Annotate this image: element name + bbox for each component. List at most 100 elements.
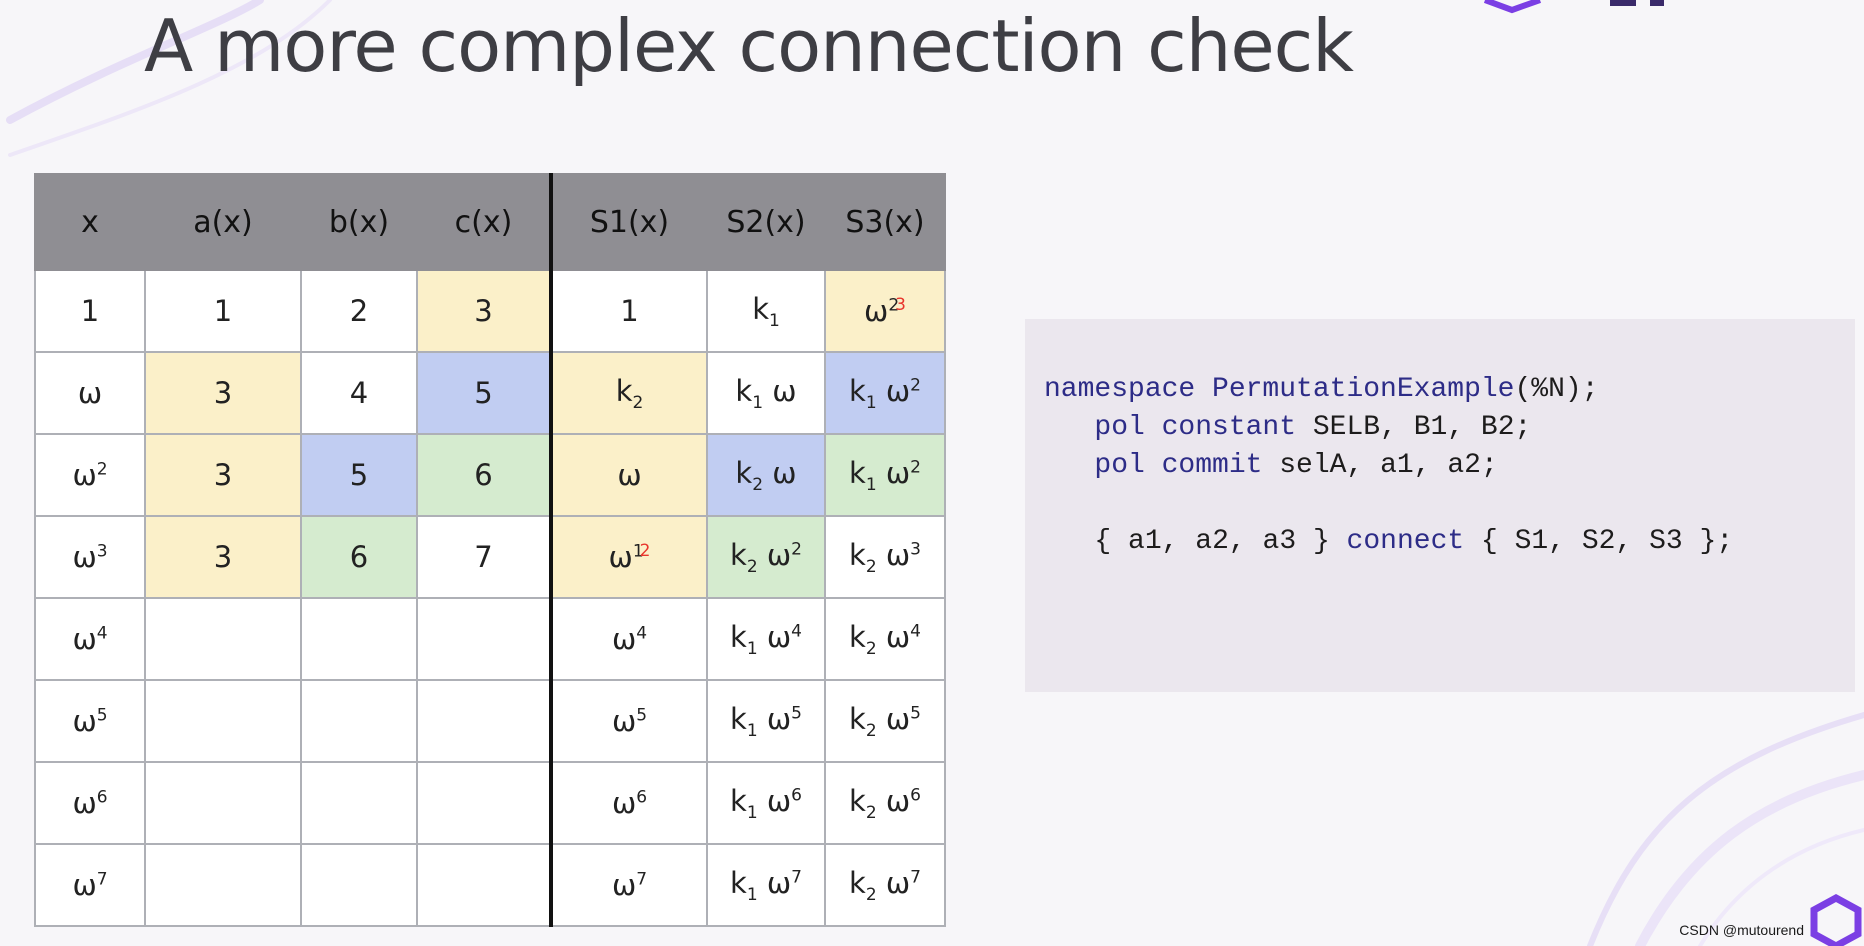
cell-superscript: 4	[636, 623, 648, 644]
code-line: namespace PermutationExample(%N);	[1044, 374, 1599, 405]
cell-s2: k1 ω5	[706, 679, 826, 763]
cell-symbol: 3	[474, 294, 493, 328]
cell-symbol-rest: ω	[757, 783, 792, 818]
cell-s2: k1 ω6	[706, 761, 826, 845]
cell-b: 4	[300, 351, 418, 435]
cell-symbol: 1	[620, 294, 639, 328]
code-line: { a1, a2, a3 } connect { S1, S2, S3 };	[1094, 526, 1734, 557]
cell-value: 1	[81, 294, 99, 328]
hexagon-logo-icon	[1810, 894, 1862, 946]
cell-symbol: ω	[611, 622, 637, 656]
cell-subscript: 1	[865, 392, 877, 413]
cell-superscript: 6	[791, 784, 802, 805]
cell-value: 1	[620, 294, 638, 328]
cell-c	[416, 761, 552, 845]
cell-a	[144, 597, 302, 681]
cell-s1: k2	[549, 351, 708, 435]
cell-symbol-rest: ω	[757, 701, 792, 736]
red-annotation: 2	[639, 541, 651, 562]
cell-s1: ω	[549, 433, 708, 517]
cell-symbol-rest: ω	[763, 455, 797, 490]
cell-a: 3	[144, 351, 302, 435]
cell-symbol: 6	[349, 540, 369, 574]
cell-value: 3	[474, 294, 492, 328]
cell-symbol: ω	[611, 704, 637, 738]
cell-value: 6	[350, 540, 368, 574]
cell-superscript: 7	[96, 869, 108, 890]
cell-symbol-rest: ω	[757, 537, 792, 572]
cell-s2: k1 ω4	[706, 597, 826, 681]
cell-value: k1 ω2	[849, 455, 921, 495]
cell-value: ω2	[72, 458, 107, 492]
cell-value: k2	[615, 373, 644, 413]
cell-symbol: ω	[77, 376, 103, 410]
cell-superscript: 5	[910, 702, 921, 723]
cell-superscript: 4	[791, 620, 802, 641]
cell-symbol-rest: ω	[757, 619, 792, 654]
cell-symbol: ω	[72, 458, 97, 492]
cell-s3: k2 ω3	[824, 515, 946, 599]
cell-value: 3	[214, 376, 232, 410]
cell-subscript: 1	[865, 474, 877, 495]
cell-a: 3	[144, 515, 302, 599]
cell-b: 2	[300, 269, 418, 353]
cell-symbol: k	[752, 291, 769, 326]
cell-value: k2 ω4	[849, 619, 921, 659]
cell-value: k1 ω	[735, 373, 797, 413]
cell-subscript: 2	[865, 802, 877, 823]
code-panel: namespace PermutationExample(%N); pol co…	[1025, 319, 1855, 692]
cell-symbol-rest: ω	[876, 783, 911, 818]
cell-symbol: ω	[72, 704, 97, 738]
cell-symbol: k	[615, 373, 633, 408]
cell-symbol: ω	[72, 868, 97, 902]
column-header-b: b(x)	[300, 173, 418, 271]
cell-a: 3	[144, 433, 302, 517]
cell-x: ω	[34, 351, 146, 435]
cell-s1: ω5	[549, 679, 708, 763]
watermark: CSDN @mutourend	[1679, 894, 1864, 946]
cell-symbol: 3	[213, 540, 233, 574]
cell-value: 3	[214, 540, 232, 574]
code-line: pol commit selA, a1, a2;	[1044, 450, 1498, 481]
cell-value: ω6	[72, 786, 107, 820]
cell-value: 5	[350, 458, 368, 492]
cell-subscript: 2	[865, 884, 877, 905]
cell-s3: k2 ω6	[824, 761, 946, 845]
cell-value: ω23	[864, 294, 906, 328]
cell-superscript: 4	[96, 623, 108, 644]
cell-value: ω	[78, 376, 102, 410]
cell-x: ω3	[34, 515, 146, 599]
cell-superscript: 1	[632, 541, 644, 562]
column-header-s3: S3(x)	[824, 173, 946, 271]
cell-b: 5	[300, 433, 418, 517]
cell-symbol: ω	[72, 540, 97, 574]
cell-b	[300, 843, 418, 927]
cell-symbol: 5	[349, 458, 369, 492]
table-header-row: x a(x) b(x) c(x) S1(x) S2(x) S3(x)	[34, 173, 946, 271]
cell-s2: k2 ω2	[706, 515, 826, 599]
column-header-s2: S2(x)	[706, 173, 826, 271]
cell-value: ω12	[609, 540, 651, 574]
cell-symbol-rest: ω	[876, 865, 911, 900]
cell-subscript: 2	[746, 556, 758, 577]
cell-symbol-rest: ω	[763, 373, 797, 408]
cell-symbol-rest: ω	[876, 455, 911, 490]
cell-b	[300, 597, 418, 681]
cell-symbol: k	[849, 783, 866, 818]
cell-subscript: 1	[768, 310, 780, 331]
cell-value: k2 ω6	[849, 783, 921, 823]
cell-symbol: 4	[349, 376, 369, 410]
cell-symbol-rest: ω	[876, 373, 911, 408]
cell-symbol: k	[730, 783, 747, 818]
column-header-c: c(x)	[416, 173, 552, 271]
cell-subscript: 1	[746, 638, 758, 659]
column-header-x: x	[34, 173, 146, 271]
cell-symbol-rest: ω	[876, 701, 911, 736]
cell-value: 3	[214, 458, 232, 492]
cell-symbol: k	[730, 537, 747, 572]
cell-symbol: k	[849, 619, 866, 654]
cell-value: k2 ω3	[849, 538, 921, 577]
cell-subscript: 2	[865, 638, 877, 659]
cell-subscript: 1	[746, 802, 758, 823]
